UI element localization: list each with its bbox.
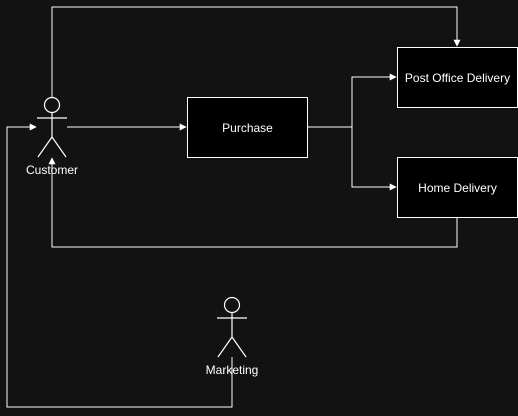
customer-head [43, 96, 61, 114]
edge-purchase-to-home-delivery[interactable] [351, 127, 397, 191]
edge-customer-to-post-office[interactable] [51, 6, 461, 97]
marketing-actor[interactable] [217, 296, 247, 358]
purchase-process[interactable]: Purchase [187, 97, 308, 158]
edge-purchase-to-post-office[interactable] [308, 73, 397, 128]
marketing-label: Marketing [205, 363, 259, 377]
customer-actor[interactable] [37, 96, 67, 158]
marketing-right-leg [231, 336, 247, 358]
post-office-delivery-process[interactable]: Post Office Delivery [397, 47, 518, 108]
marketing-left-leg [217, 336, 233, 358]
customer-label: Customer [25, 163, 78, 177]
post-office-delivery-label: Post Office Delivery [404, 70, 511, 85]
customer-right-leg [51, 136, 67, 158]
edge-home-delivery-to-customer[interactable] [48, 157, 458, 248]
home-delivery-process[interactable]: Home Delivery [397, 157, 518, 218]
customer-left-leg [37, 136, 53, 158]
home-delivery-label: Home Delivery [418, 180, 497, 195]
marketing-head [223, 296, 241, 314]
purchase-label: Purchase [222, 120, 273, 135]
edge-marketing-to-customer[interactable] [6, 123, 233, 408]
